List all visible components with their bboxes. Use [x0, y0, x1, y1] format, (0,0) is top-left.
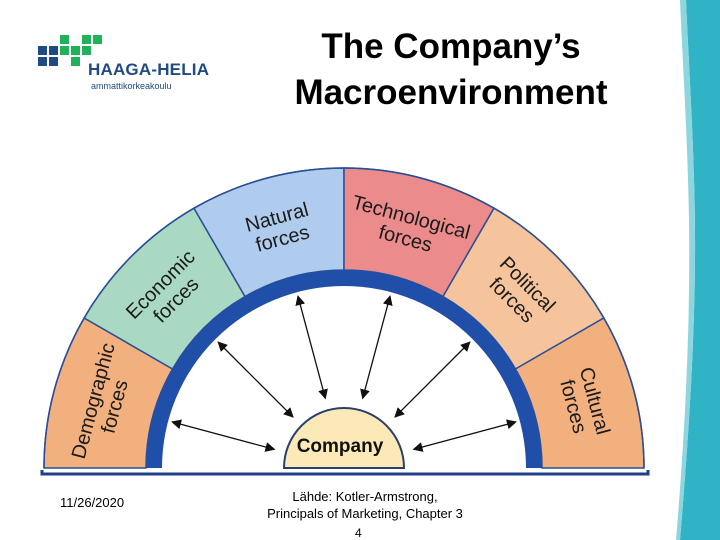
footer-source-line-2: Principals of Marketing, Chapter 3 — [267, 506, 463, 521]
footer-source: Lähde: Kotler-Armstrong, Principals of M… — [240, 488, 490, 522]
double-arrow-2 — [217, 341, 294, 418]
company-label: Company — [297, 436, 384, 457]
double-arrow-1 — [171, 419, 276, 452]
force-arrows — [171, 295, 517, 452]
slide-title: The Company’s Macroenvironment — [262, 24, 640, 116]
outer-ring-border — [43, 167, 645, 469]
footer-source-line-1: Lähde: Kotler-Armstrong, — [292, 489, 438, 504]
double-arrow-6 — [412, 419, 517, 452]
logo-wordmark: HAAGA-HELIA — [88, 60, 210, 79]
footer-date: 11/26/2020 — [60, 495, 125, 510]
page-number: 4 — [355, 526, 362, 540]
inner-ring-shadow — [40, 470, 650, 476]
double-arrow-3 — [295, 295, 328, 400]
slide-title-line-2: Macroenvironment — [294, 73, 608, 112]
logo-mark-icon — [38, 35, 102, 66]
slide-title-line-1: The Company’s — [321, 27, 581, 66]
double-arrow-4 — [360, 295, 393, 400]
double-arrow-5 — [394, 341, 471, 418]
logo-subtitle: ammattikorkeakoulu — [91, 81, 172, 91]
side-stripe-decoration — [676, 0, 720, 540]
company-dome — [282, 407, 406, 469]
